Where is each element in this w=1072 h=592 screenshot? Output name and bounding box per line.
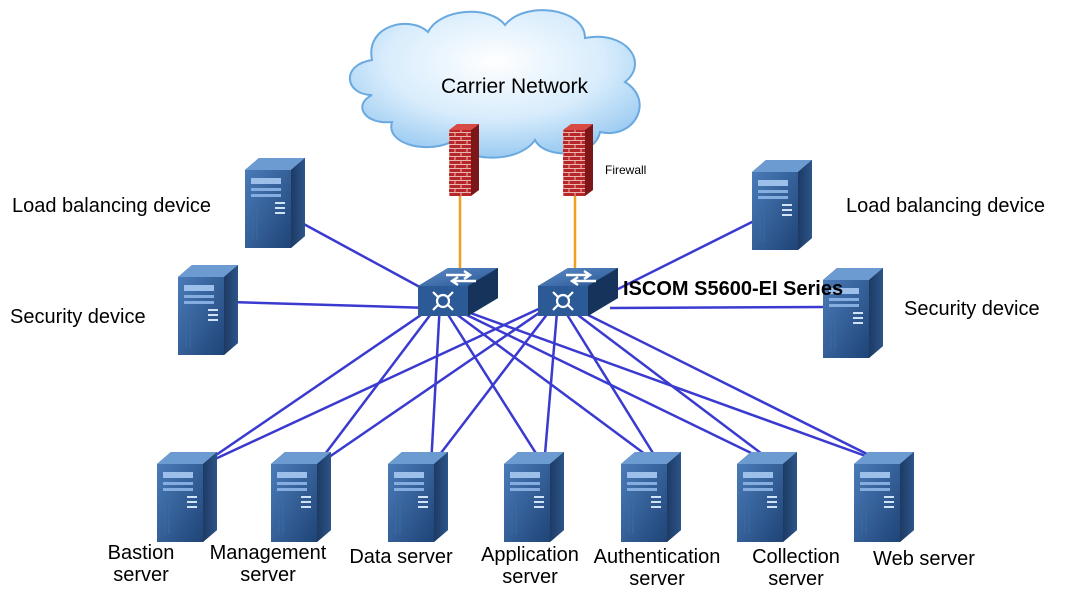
- cloud-label: Carrier Network: [441, 75, 589, 98]
- firewall-icon: [563, 124, 593, 196]
- link-line: [556, 299, 663, 467]
- link-line: [557, 299, 779, 467]
- server-icon: [387, 451, 449, 543]
- link-line: [542, 299, 560, 467]
- link-line: [199, 298, 559, 468]
- cloud-icon: [348, 9, 641, 159]
- link-line: [315, 298, 559, 468]
- server-icon: [244, 157, 306, 249]
- server-icon: [620, 451, 682, 543]
- server-icon: [156, 451, 218, 543]
- server-icon: [751, 159, 813, 251]
- server-icon: [736, 451, 798, 543]
- link-line: [439, 300, 886, 465]
- switch-series-label: ISCOM S5600-EI Series: [623, 278, 844, 300]
- link-line: [430, 299, 559, 467]
- switch-icon: [416, 266, 500, 318]
- link-line: [299, 220, 441, 300]
- link-line: [199, 300, 441, 468]
- right-security-label: Security device: [904, 298, 1040, 320]
- server-icon: [270, 451, 332, 543]
- firewall-label: Firewall: [605, 163, 647, 177]
- server-icon: [177, 264, 239, 356]
- server-icon: [853, 451, 915, 543]
- server-label-data: Data server: [349, 546, 453, 568]
- switch-icon: [536, 266, 620, 318]
- server-icon: [503, 451, 565, 543]
- link-line: [599, 218, 757, 300]
- firewall-icon: [449, 124, 479, 196]
- left-load-balancing-label: Load balancing device: [12, 195, 212, 217]
- link-line: [609, 305, 827, 310]
- link-line: [438, 301, 546, 467]
- link-line: [229, 300, 431, 310]
- server-label-web: Web server: [873, 548, 975, 570]
- link-line: [557, 298, 886, 465]
- left-security-label: Security device: [10, 306, 146, 328]
- network-links: [199, 196, 886, 468]
- right-load-balancing-label: Load balancing device: [846, 195, 1046, 217]
